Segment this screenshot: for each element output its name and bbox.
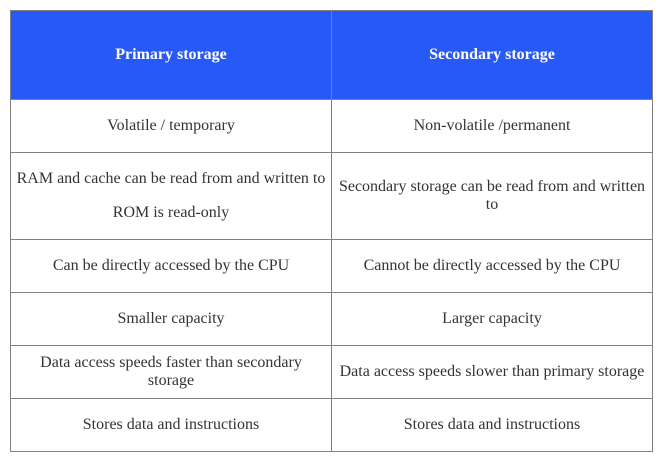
cell-primary: RAM and cache can be read from and writt… [10, 152, 332, 240]
header-secondary-storage: Secondary storage [331, 10, 653, 100]
table-row: Stores data and instructions Stores data… [10, 398, 653, 452]
cell-primary: Volatile / temporary [10, 99, 332, 153]
cell-primary: Data access speeds faster than secondary… [10, 345, 332, 399]
cell-paragraph: ROM is read-only [112, 204, 230, 221]
cell-secondary: Non-volatile /permanent [331, 99, 653, 153]
storage-comparison-table: Primary storage Secondary storage Volati… [10, 10, 653, 452]
cell-secondary: Secondary storage can be read from and w… [331, 152, 653, 240]
table-row: Volatile / temporary Non-volatile /perma… [10, 99, 653, 153]
table-row: Can be directly accessed by the CPU Cann… [10, 239, 653, 293]
cell-secondary: Data access speeds slower than primary s… [331, 345, 653, 399]
cell-secondary: Stores data and instructions [331, 398, 653, 452]
header-primary-storage: Primary storage [10, 10, 332, 100]
table-row: Data access speeds faster than secondary… [10, 345, 653, 399]
table-row: Smaller capacity Larger capacity [10, 292, 653, 346]
cell-primary: Can be directly accessed by the CPU [10, 239, 332, 293]
cell-secondary: Cannot be directly accessed by the CPU [331, 239, 653, 293]
cell-secondary: Larger capacity [331, 292, 653, 346]
cell-paragraph: RAM and cache can be read from and writt… [16, 170, 326, 187]
header-row: Primary storage Secondary storage [10, 10, 653, 100]
cell-primary: Stores data and instructions [10, 398, 332, 452]
table-row: RAM and cache can be read from and writt… [10, 152, 653, 240]
cell-primary: Smaller capacity [10, 292, 332, 346]
